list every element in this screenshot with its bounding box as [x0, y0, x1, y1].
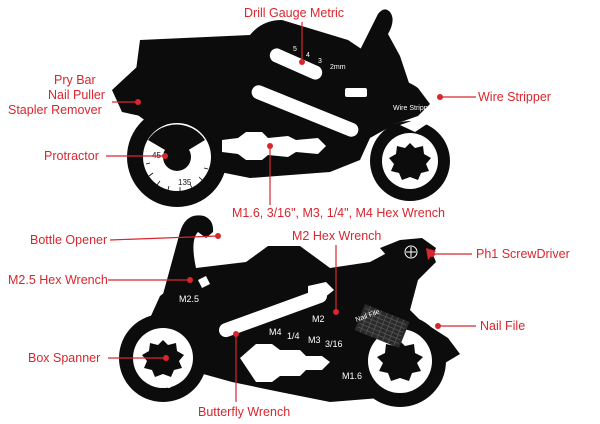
m3-engraving: M3 — [308, 335, 321, 345]
gauge-label-2mm: 2mm — [330, 64, 346, 71]
protractor-ticks — [145, 162, 209, 191]
hex-wrench-cutout — [222, 132, 326, 160]
label-ph1-screwdriver: Ph1 ScrewDriver — [476, 247, 570, 261]
m5-engraving: M5 — [159, 380, 172, 390]
label-wire-stripper: Wire Stripper — [478, 90, 551, 104]
label-protractor: Protractor — [44, 149, 99, 163]
label-nail-puller: Nail Puller — [48, 88, 105, 102]
label-top-hex-wrench: M1.6, 3/16", M3, 1/4", M4 Hex Wrench — [232, 206, 445, 220]
m2-hex-cutout — [308, 282, 334, 298]
label-m2-hex: M2 Hex Wrench — [292, 229, 381, 243]
m16-engraving: M1.6 — [342, 371, 362, 381]
callout-leaders — [106, 22, 476, 402]
m2-engraving: M2 — [312, 314, 325, 324]
bottle-opener-fork — [162, 215, 214, 298]
label-stapler-remover: Stapler Remover — [8, 103, 102, 117]
top-handle-bar — [345, 88, 367, 97]
label-butterfly-wrench: Butterfly Wrench — [198, 405, 290, 419]
ph1-cross-icon — [404, 245, 418, 259]
nail-file-patch — [354, 304, 410, 348]
butterfly-slot — [251, 85, 359, 137]
top-motorcycle-tool: 5 4 3 2mm Wire Stripper 45 135 — [112, 9, 450, 207]
wire-stripper-engraving: Wire Stripper — [393, 105, 435, 112]
gauge-label-5: 5 — [293, 46, 297, 53]
ph1-screwdriver-wing — [380, 238, 436, 270]
bottom-hex-wrench-cutout — [240, 344, 330, 382]
three-sixteenths-engraving: 3/16 — [325, 339, 343, 349]
protractor-label-135: 135 — [178, 178, 192, 187]
gauge-label-3: 3 — [318, 58, 322, 65]
label-pry-bar: Pry Bar — [54, 73, 96, 87]
label-bottle-opener: Bottle Opener — [30, 233, 107, 247]
label-box-spanner: Box Spanner — [28, 351, 100, 365]
m4-engraving: M4 — [269, 327, 282, 337]
label-m25-hex: M2.5 Hex Wrench — [8, 273, 108, 287]
bottom-motorcycle-tool: M2.5 Butterfly Wrench M2 Nail File M4 1/… — [119, 215, 460, 407]
label-drill-gauge: Drill Gauge Metric — [244, 6, 344, 20]
butterfly-slot-bottom — [219, 288, 327, 338]
label-nail-file: Nail File — [480, 319, 525, 333]
bottom-front-gear-hub — [377, 341, 423, 381]
quarter-engraving: 1/4 — [287, 331, 300, 341]
callout-labels: Drill Gauge Metric Pry Bar Nail Puller S… — [8, 6, 570, 419]
gauge-label-4: 4 — [306, 52, 310, 59]
m25-engraving: M2.5 — [179, 294, 199, 304]
top-front-gear-hub — [389, 143, 431, 180]
drill-gauge-slot — [269, 48, 323, 80]
